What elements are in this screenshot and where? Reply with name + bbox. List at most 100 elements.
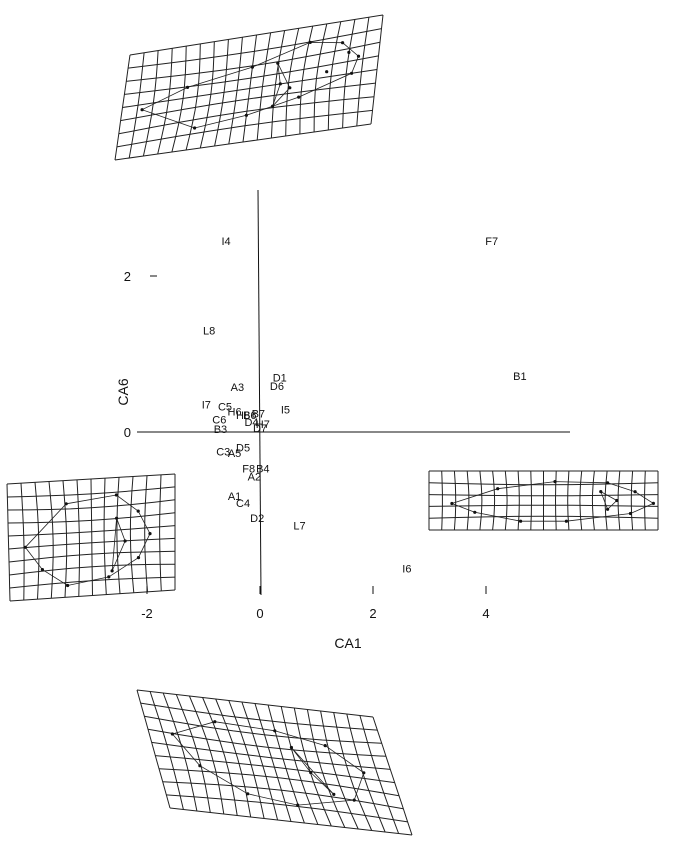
grid-line	[306, 709, 346, 828]
landmark-point	[564, 519, 569, 523]
grid-line	[76, 479, 81, 597]
landmark-point	[519, 519, 523, 523]
grid-line	[151, 741, 391, 770]
landmark-point	[325, 70, 329, 74]
point-label: H7	[256, 419, 270, 431]
landmark-point	[332, 792, 336, 797]
grid-line	[7, 512, 176, 524]
grid-line	[62, 480, 68, 598]
landmark-point	[323, 744, 327, 748]
point-label: F8	[242, 464, 255, 476]
landmark-point	[356, 54, 361, 58]
grid-line	[591, 470, 595, 531]
x-tick-label: 0	[256, 606, 263, 621]
landmark-point	[40, 568, 45, 572]
landmark-outline	[111, 518, 126, 572]
point-label: D6	[270, 381, 284, 393]
grid-line	[129, 476, 135, 593]
grid-line	[579, 470, 583, 531]
landmark-point	[289, 745, 293, 750]
grid-line	[140, 702, 378, 731]
grid-line	[9, 563, 176, 576]
grid-line	[228, 700, 265, 819]
grid-line	[313, 23, 328, 133]
point-label: C3	[216, 447, 230, 459]
deformation-grid-right	[428, 470, 659, 531]
grid-line	[136, 689, 171, 809]
axes	[137, 189, 570, 596]
landmark-point	[450, 501, 454, 506]
landmark-point	[273, 729, 277, 733]
grid-line	[144, 715, 382, 744]
point-label: A2	[248, 471, 261, 483]
x-tick-label: 2	[369, 606, 376, 621]
point-label: B6	[243, 410, 256, 422]
grid-line	[171, 46, 187, 153]
grid-line	[136, 689, 374, 718]
grid-line	[20, 483, 25, 601]
point-label: I6	[402, 564, 411, 576]
landmark-point	[198, 764, 202, 768]
grid-line	[346, 713, 386, 833]
landmark-point	[276, 61, 280, 65]
grid-line	[428, 494, 659, 497]
landmark-point	[185, 85, 190, 89]
grid-line	[630, 470, 634, 531]
landmark-point	[633, 490, 637, 494]
point-label: C6	[212, 415, 226, 427]
grid-line	[149, 691, 184, 810]
grid-line	[6, 473, 176, 485]
x-tick-label: 4	[482, 606, 489, 621]
landmark-point	[110, 569, 114, 573]
grid-line	[372, 716, 413, 836]
landmark-point	[246, 792, 250, 796]
grid-line	[327, 21, 342, 131]
grid-line	[466, 470, 470, 531]
grid-line	[567, 470, 570, 531]
landmark-point	[296, 803, 300, 807]
landmark-point	[271, 104, 275, 108]
grid-line	[428, 504, 659, 507]
landmark-point	[148, 532, 152, 536]
landmark-outline	[291, 747, 335, 795]
point-label: H8	[236, 410, 250, 422]
deformation-grid-left	[6, 473, 176, 602]
x-tick-label: -2	[141, 606, 153, 621]
grid-line	[155, 755, 395, 784]
point-label: B4	[256, 464, 269, 476]
point-label: D2	[250, 513, 264, 525]
grid-line	[185, 43, 201, 151]
landmark-point	[651, 501, 656, 505]
landmark-outline	[24, 494, 151, 586]
grid-line	[48, 481, 54, 599]
landmark-point	[140, 108, 144, 112]
grid-line	[320, 710, 359, 830]
point-label: B1	[513, 371, 526, 383]
landmark-point	[628, 511, 633, 516]
deformation-grid-top	[114, 14, 384, 161]
landmark-point	[107, 575, 111, 579]
landmark-point	[553, 480, 557, 484]
landmark-point	[341, 41, 345, 45]
grid-line	[34, 482, 40, 600]
y-tick-label: 2	[124, 269, 131, 284]
landmark-point	[308, 40, 312, 45]
deformation-grid-bottom	[136, 689, 413, 836]
landmark-point	[244, 113, 248, 117]
landmark-point	[278, 82, 282, 86]
landmark-point	[599, 490, 603, 494]
grid-line	[116, 109, 373, 148]
point-label: I7	[202, 400, 211, 412]
landmark-point	[496, 487, 500, 491]
grid-line	[6, 483, 11, 602]
point-label: D7	[253, 423, 267, 435]
grid-line	[492, 470, 496, 531]
y-axis-line	[257, 189, 262, 596]
point-label: F7	[485, 236, 498, 248]
point-label: I5	[281, 404, 290, 416]
grid-line	[122, 69, 378, 108]
landmark-point	[347, 50, 351, 55]
grid-line	[202, 697, 238, 816]
grid-line	[120, 82, 376, 122]
